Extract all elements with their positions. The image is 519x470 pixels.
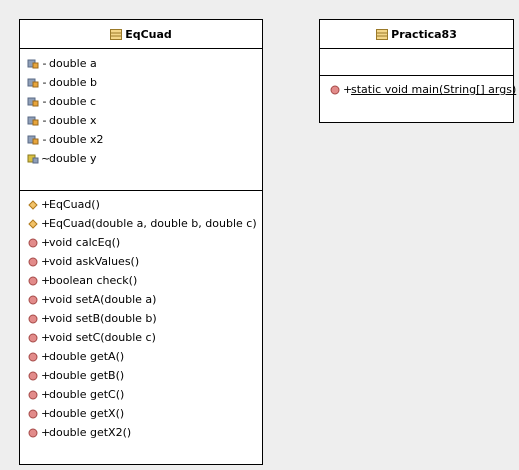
class-box-practica83[interactable]: Practica83 + static void main(String[] a… [319, 19, 516, 123]
method-label: void setA(double a) [49, 293, 157, 306]
public-method-icon [27, 237, 39, 249]
fields-section [320, 49, 513, 76]
field-label: double a [49, 57, 97, 70]
methods-section: + static void main(String[] args) [320, 76, 516, 122]
visibility-marker: - [42, 133, 47, 146]
visibility-marker: ~ [41, 152, 51, 165]
private-field-icon [27, 115, 39, 127]
visibility-marker: + [41, 274, 51, 287]
method-label: double getX2() [49, 426, 132, 439]
method-label: void calcEq() [49, 236, 121, 249]
method-row[interactable]: + EqCuad() [27, 198, 100, 212]
field-row[interactable]: - double x2 [27, 133, 104, 147]
visibility-marker: + [41, 331, 51, 344]
private-field-icon [27, 77, 39, 89]
method-label: void askValues() [49, 255, 140, 268]
method-row[interactable]: + void askValues() [27, 255, 139, 269]
visibility-marker: + [41, 293, 51, 306]
private-field-icon [27, 58, 39, 70]
method-label: void setB(double b) [49, 312, 157, 325]
class-name: EqCuad [125, 27, 172, 41]
methods-section: + EqCuad() + EqCuad(double a, double b, … [20, 191, 262, 465]
public-method-icon [27, 275, 39, 287]
field-label: double c [49, 95, 97, 108]
method-label: void setC(double c) [49, 331, 156, 344]
class-header-practica83[interactable]: Practica83 [320, 20, 513, 49]
field-row[interactable]: - double a [27, 57, 97, 71]
method-row[interactable]: + void setC(double c) [27, 331, 156, 345]
field-row[interactable]: - double c [27, 95, 96, 109]
method-label: double getB() [49, 369, 125, 382]
class-icon [376, 28, 389, 40]
public-method-icon [27, 332, 39, 344]
public-method-icon [27, 313, 39, 325]
field-label: double x2 [49, 133, 104, 146]
visibility-marker: - [42, 57, 47, 70]
field-label: double x [49, 114, 97, 127]
private-field-icon [27, 96, 39, 108]
visibility-marker: + [343, 83, 353, 96]
private-field-icon [27, 134, 39, 146]
visibility-marker: + [41, 198, 51, 211]
fields-section: - double a - double b - double c - doubl… [20, 49, 262, 191]
field-row[interactable]: - double x [27, 114, 97, 128]
method-label: EqCuad(double a, double b, double c) [49, 217, 257, 230]
method-row[interactable]: + double getX() [27, 407, 124, 421]
public-method-icon [27, 351, 39, 363]
visibility-marker: - [42, 76, 47, 89]
class-header-eqcuad[interactable]: EqCuad [20, 20, 262, 49]
public-method-icon [27, 408, 39, 420]
public-method-icon [27, 256, 39, 268]
method-row[interactable]: + void calcEq() [27, 236, 120, 250]
visibility-marker: - [42, 95, 47, 108]
method-row[interactable]: + EqCuad(double a, double b, double c) [27, 217, 257, 231]
visibility-marker: + [41, 255, 51, 268]
method-row[interactable]: + void setB(double b) [27, 312, 157, 326]
method-row[interactable]: + double getC() [27, 388, 124, 402]
visibility-marker: + [41, 407, 51, 420]
method-row[interactable]: + boolean check() [27, 274, 137, 288]
public-method-icon [27, 427, 39, 439]
method-row[interactable]: + double getA() [27, 350, 124, 364]
visibility-marker: + [41, 388, 51, 401]
field-label: double y [49, 152, 97, 165]
field-row[interactable]: - double b [27, 76, 97, 90]
public-method-icon [329, 84, 341, 96]
method-row[interactable]: + double getX2() [27, 426, 131, 440]
public-method-icon [27, 389, 39, 401]
public-method-icon [27, 294, 39, 306]
package-field-icon [27, 153, 39, 165]
public-method-icon [27, 370, 39, 382]
constructor-icon [27, 199, 39, 211]
visibility-marker: + [41, 217, 51, 230]
visibility-marker: + [41, 350, 51, 363]
visibility-marker: - [42, 114, 47, 127]
field-row[interactable]: ~ double y [27, 152, 97, 166]
method-label: static void main(String[] args) [351, 83, 517, 96]
class-icon [110, 28, 123, 40]
constructor-icon [27, 218, 39, 230]
visibility-marker: + [41, 426, 51, 439]
method-label: EqCuad() [49, 198, 100, 211]
method-row[interactable]: + void setA(double a) [27, 293, 156, 307]
method-label: double getX() [49, 407, 125, 420]
visibility-marker: + [41, 236, 51, 249]
field-label: double b [49, 76, 97, 89]
class-name: Practica83 [391, 27, 457, 41]
method-label: boolean check() [49, 274, 138, 287]
method-label: double getA() [49, 350, 125, 363]
visibility-marker: + [41, 312, 51, 325]
method-row[interactable]: + double getB() [27, 369, 124, 383]
method-row[interactable]: + static void main(String[] args) [329, 83, 516, 97]
visibility-marker: + [41, 369, 51, 382]
class-box-eqcuad[interactable]: EqCuad - double a - double b - double c [19, 19, 263, 465]
method-label: double getC() [49, 388, 125, 401]
